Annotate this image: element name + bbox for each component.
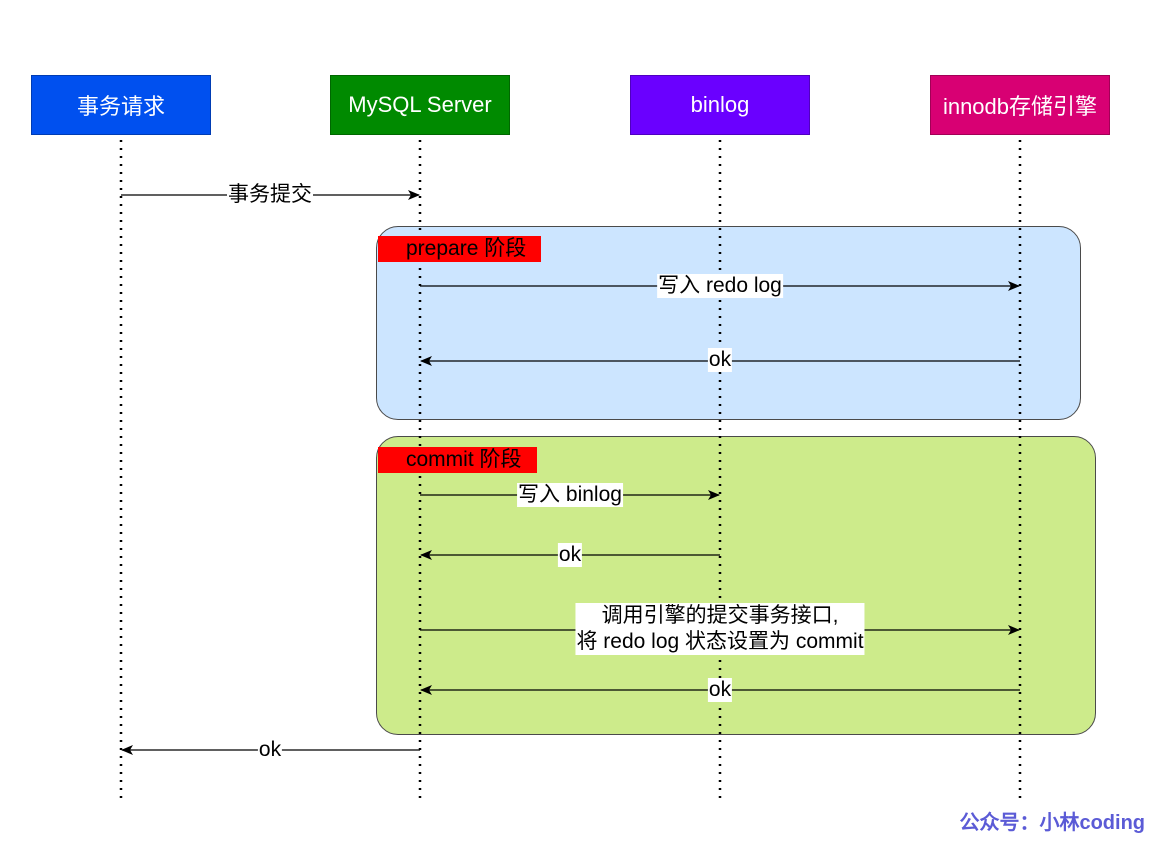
participant-binlog: binlog [630,75,810,135]
message-label-transaction-submit: 事务提交 [227,183,313,207]
watermark-text: 公众号：小林coding [959,812,1145,834]
participant-innodb-engine: innodb存储引擎 [930,75,1110,135]
message-label-binlog-ok: ok [557,543,583,567]
message-label-final-ok: ok [257,738,283,762]
message-label-redo-ok: ok [707,348,733,372]
participant-mysql-server: MySQL Server [330,75,510,135]
commit-phase-label: commit 阶段 [378,447,537,473]
participant-transaction-request: 事务请求 [31,75,211,135]
message-label-commit-engine: 调用引擎的提交事务接口, 将 redo log 状态设置为 commit [575,603,865,655]
prepare-phase-label: prepare 阶段 [378,236,541,262]
message-label-commit-engine-line2: 将 redo log 状态设置为 commit [576,630,864,653]
message-label-write-binlog: 写入 binlog [517,483,623,507]
message-label-commit-ok: ok [707,678,733,702]
message-label-commit-engine-line1: 调用引擎的提交事务接口, [601,604,839,627]
commit-phase-box [376,436,1096,735]
message-label-write-redo-log: 写入 redo log [657,274,783,298]
